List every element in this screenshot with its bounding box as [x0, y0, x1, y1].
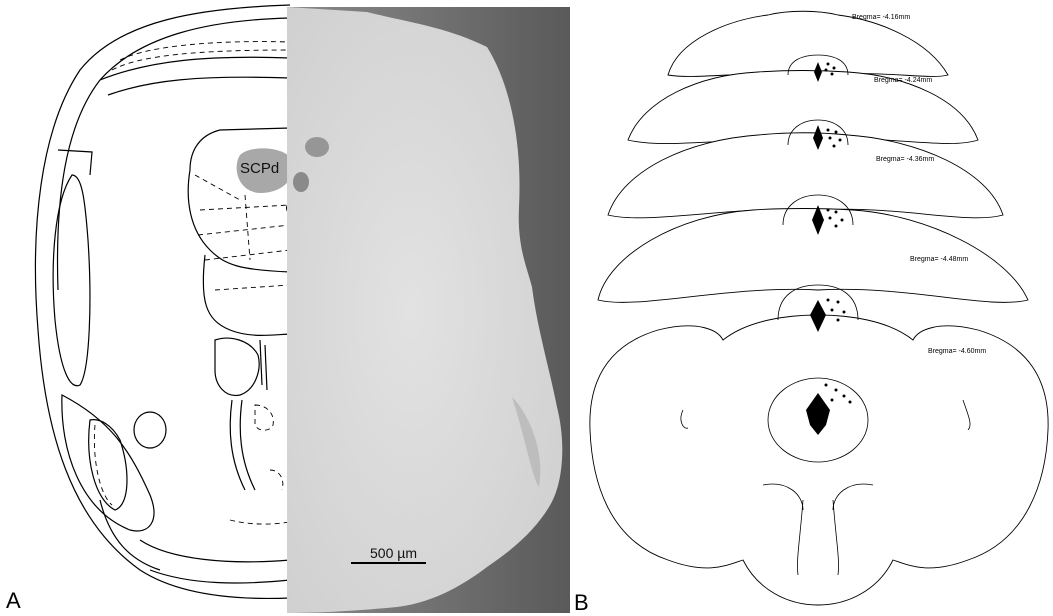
panel-a-label: A — [6, 588, 21, 614]
bregma-label: Bregma= -4.24mm — [874, 77, 932, 84]
section-1 — [668, 11, 948, 76]
bregma-label: Bregma= -4.36mm — [876, 156, 934, 163]
bregma-label: Bregma= -4.60mm — [928, 348, 986, 355]
bregma-label: Bregma= -4.16mm — [852, 14, 910, 21]
histology-photo-svg — [287, 7, 570, 613]
serial-sections-panel-b — [588, 0, 1053, 615]
atlas-drawing-panel-a — [0, 0, 300, 615]
scpd-label: SCPd — [240, 160, 279, 177]
section-5 — [590, 315, 1048, 605]
panel-b-label: B — [574, 590, 589, 616]
bregma-label: Bregma= -4.48mm — [910, 256, 968, 263]
scale-bar-label: 500 µm — [370, 545, 417, 561]
histology-photo — [287, 7, 570, 613]
outer-contour — [35, 5, 290, 598]
section-3 — [608, 133, 1003, 218]
